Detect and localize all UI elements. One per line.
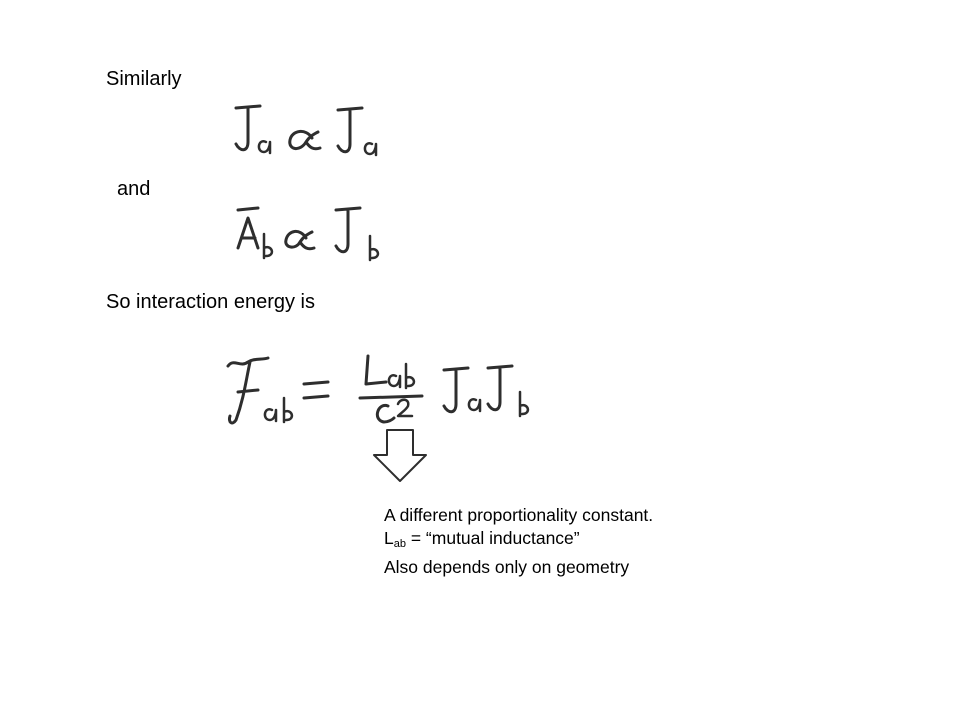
handwritten-equation-energy <box>226 354 530 425</box>
note-line-2-text: = “mutual inductance” <box>405 528 580 548</box>
text-similarly: Similarly <box>106 68 182 90</box>
note-mutual-inductance: A different proportionality constant. La… <box>384 504 653 579</box>
note-line-3: Also depends only on geometry <box>384 557 630 577</box>
handwritten-equation-and <box>236 206 380 262</box>
handwritten-equation-similarly <box>234 104 378 157</box>
down-arrow-icon <box>373 429 427 482</box>
text-and: and <box>117 178 151 200</box>
note-symbol-subscript: ab <box>393 538 406 550</box>
note-line-2: Lab = “mutual inductance” <box>384 527 653 556</box>
text-interaction-energy: So interaction energy is <box>106 291 316 313</box>
note-line-1: A different proportionality constant. <box>384 505 654 525</box>
note-symbol-L: L <box>384 528 394 548</box>
